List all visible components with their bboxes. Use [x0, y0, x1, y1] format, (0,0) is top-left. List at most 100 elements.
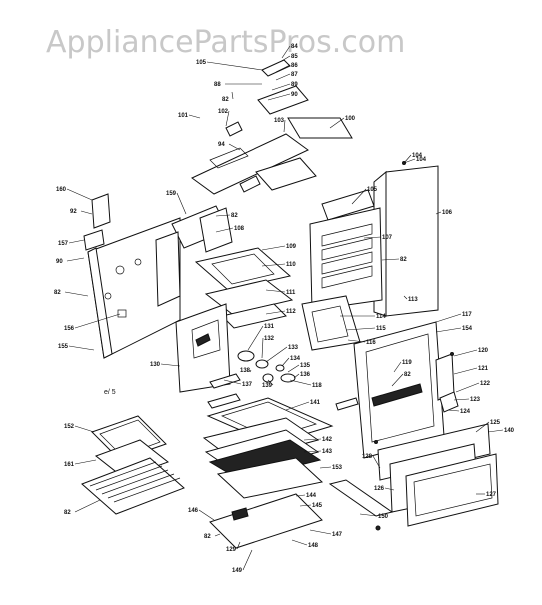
leader-line	[291, 539, 308, 546]
leader-line	[74, 459, 97, 465]
broiler-pan-and-racks	[81, 415, 185, 515]
part-number-label: 94	[218, 142, 225, 148]
part-number-label: 82	[64, 510, 71, 516]
part-number-label: 122	[480, 381, 491, 387]
leader-line	[176, 192, 187, 215]
part-number-label: 86	[291, 63, 298, 69]
part-number-label: 104	[416, 157, 427, 163]
leader-line	[435, 313, 462, 323]
leader-line	[242, 549, 253, 571]
side-panel-right	[301, 165, 439, 351]
leader-line	[275, 73, 291, 81]
leader-line	[475, 421, 490, 433]
leader-line	[228, 143, 241, 151]
leader-line	[453, 349, 478, 357]
part-number-label: 136	[300, 372, 311, 378]
leader-line	[289, 379, 312, 386]
leader-line	[293, 373, 300, 379]
leader-line	[68, 239, 85, 244]
part-number-label: 129	[226, 547, 237, 553]
leader-line	[363, 236, 382, 239]
burner-hardware	[207, 350, 296, 409]
oven-bottom-pieces	[202, 397, 394, 549]
part-number-label: 146	[188, 508, 199, 514]
leader-line	[80, 210, 93, 215]
part-number-label: 157	[58, 241, 69, 247]
control-panel-assembly	[191, 59, 353, 195]
part-number-label: 150	[378, 514, 389, 520]
leader-line	[206, 61, 263, 71]
leader-line	[453, 398, 470, 401]
part-number-label: 127	[486, 492, 497, 498]
part-number-label: 153	[332, 465, 343, 471]
leader-line	[267, 93, 291, 101]
leader-line	[261, 337, 264, 359]
part-number-label: 138	[240, 368, 251, 374]
part-number-label: 104	[412, 153, 423, 159]
part-number-label: 112	[286, 309, 296, 315]
site-watermark: AppliancePartsPros.com	[46, 25, 405, 60]
part-number-label: 108	[234, 226, 245, 232]
part-number-label: 82	[400, 257, 407, 263]
leader-line	[261, 263, 286, 267]
leader-line	[265, 289, 286, 293]
leader-line	[66, 188, 93, 201]
leader-line	[435, 327, 462, 333]
leader-line	[74, 499, 101, 513]
part-number-label: 109	[286, 244, 297, 250]
part-number-label: 85	[291, 54, 298, 60]
leader-line	[384, 487, 395, 491]
oven-top-liners	[194, 247, 294, 329]
part-number-label: 88	[214, 82, 221, 88]
part-number-label: 161	[64, 462, 75, 468]
part-number-label: 159	[166, 191, 177, 197]
leader-line	[279, 55, 291, 63]
leader-line	[391, 373, 404, 387]
leader-line	[265, 346, 288, 363]
leader-line	[453, 367, 478, 375]
leader-line	[303, 450, 322, 453]
leader-line	[283, 119, 286, 133]
leader-line	[68, 345, 95, 351]
part-number-label: 84	[291, 44, 298, 50]
part-number-label: 105	[196, 60, 207, 66]
part-number-label: 123	[470, 397, 481, 403]
leader-line	[372, 455, 381, 469]
leader-line	[64, 291, 89, 297]
part-number-label: 134	[290, 356, 301, 362]
part-number-label: 111	[286, 290, 296, 296]
part-number-label: 145	[312, 503, 323, 509]
part-number-label: 87	[291, 72, 298, 78]
leader-line	[265, 310, 286, 315]
leader-line	[319, 466, 332, 469]
oven-door-assembly	[377, 423, 499, 527]
leader-line	[487, 429, 504, 433]
part-number-label: 144	[306, 493, 317, 499]
leader-line	[261, 245, 286, 251]
leader-line	[231, 91, 234, 100]
oven-front-frame	[335, 321, 459, 459]
part-number-label: 147	[332, 532, 343, 538]
part-number-label: 143	[322, 449, 333, 455]
part-number-label: 114	[376, 314, 386, 320]
leader-line	[214, 533, 221, 537]
leader-line	[74, 425, 95, 433]
part-number-label: 101	[178, 113, 189, 119]
part-number-label: 132	[264, 336, 275, 342]
leader-line	[215, 227, 234, 233]
leader-line	[271, 83, 291, 91]
leader-line	[403, 295, 408, 300]
leader-line	[249, 369, 252, 373]
leader-line	[281, 357, 290, 367]
leader-line	[295, 494, 306, 497]
leader-line	[359, 513, 378, 517]
part-number-label: 82	[222, 97, 229, 103]
leader-line	[393, 361, 402, 373]
leader-line	[215, 214, 231, 217]
part-number-label: 107	[382, 235, 393, 241]
leader-line	[66, 257, 85, 262]
part-number-label: 117	[462, 312, 472, 318]
leader-line	[403, 154, 412, 164]
part-number-label: 82	[54, 290, 61, 296]
